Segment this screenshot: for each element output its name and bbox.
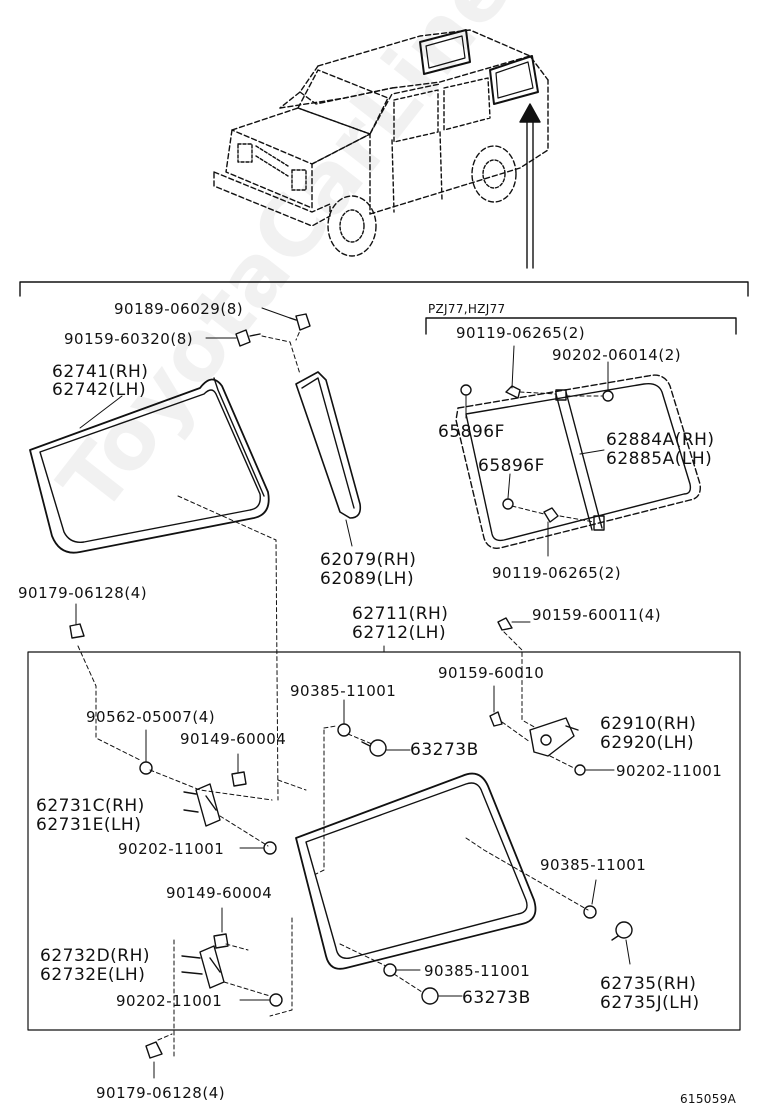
lock-62910	[529, 717, 579, 757]
label-90202-11001-a: 90202-11001	[616, 762, 723, 780]
label-62089: 62089(LH)	[320, 569, 415, 589]
label-65896F-b: 65896F	[478, 456, 545, 476]
label-90119-06265-top: 90119-06265(2)	[456, 324, 586, 342]
label-90149-60004-b: 90149-60004	[166, 884, 273, 902]
label-90159-60011: 90159-60011(4)	[532, 606, 662, 624]
label-90159-60320: 90159-60320(8)	[64, 330, 194, 348]
label-90159-60010: 90159-60010	[438, 664, 545, 682]
bolt-90159-60320	[235, 329, 261, 347]
label-62742: 62742(LH)	[52, 380, 147, 400]
label-90179-06128-top: 90179-06128(4)	[18, 584, 148, 602]
label-90385-11001-a: 90385-11001	[290, 682, 397, 700]
label-90119-06265-bottom: 90119-06265(2)	[492, 564, 622, 582]
label-90189-06029: 90189-06029(8)	[114, 300, 244, 318]
label-62735: 62735(RH)	[600, 974, 697, 994]
diagram-code: 615059A	[680, 1092, 737, 1106]
label-62712: 62712(LH)	[352, 623, 447, 643]
quarter-glass-62741	[29, 377, 270, 554]
label-90202-11001-c: 90202-11001	[116, 992, 223, 1010]
grommet-65896F-low	[502, 498, 514, 510]
label-90385-11001-c: 90385-11001	[424, 962, 531, 980]
label-62885A: 62885A(LH)	[606, 449, 713, 469]
label-90562-05007: 90562-05007(4)	[86, 708, 216, 726]
label-62884A: 62884A(RH)	[606, 430, 715, 450]
section-bracket	[19, 281, 749, 297]
variant-note: PZJ77,HZJ77	[428, 302, 506, 316]
label-62731E: 62731E(LH)	[36, 815, 142, 835]
label-62910: 62910(RH)	[600, 714, 697, 734]
bolt-90189	[289, 313, 311, 331]
hinge-62731C	[183, 783, 221, 827]
label-63273B-b: 63273B	[462, 988, 531, 1008]
vehicle-illustration	[213, 29, 549, 257]
location-arrow	[519, 103, 541, 269]
label-90202-06014: 90202-06014(2)	[552, 346, 682, 364]
label-90149-60004-a: 90149-60004	[180, 730, 287, 748]
side-glass-62884A	[455, 374, 701, 549]
label-62741: 62741(RH)	[52, 362, 149, 382]
grommet-65896F-top	[460, 384, 472, 396]
label-62732E: 62732E(LH)	[40, 965, 146, 985]
label-63273B-a: 63273B	[410, 740, 479, 760]
back-door-glass-62711	[295, 772, 537, 970]
variant-bracket	[425, 317, 737, 335]
pillar-garnish-62079	[295, 371, 362, 519]
hinge-62732D	[181, 945, 225, 989]
label-65896F-a: 65896F	[438, 422, 505, 442]
label-62735J: 62735J(LH)	[600, 993, 700, 1013]
label-62732D: 62732D(RH)	[40, 946, 151, 966]
label-62711: 62711(RH)	[352, 604, 449, 624]
label-62079: 62079(RH)	[320, 550, 417, 570]
label-62920: 62920(LH)	[600, 733, 695, 753]
label-90179-06128-bottom: 90179-06128(4)	[96, 1084, 226, 1102]
label-90385-11001-b: 90385-11001	[540, 856, 647, 874]
label-90202-11001-b: 90202-11001	[118, 840, 225, 858]
label-62731C: 62731C(RH)	[36, 796, 145, 816]
